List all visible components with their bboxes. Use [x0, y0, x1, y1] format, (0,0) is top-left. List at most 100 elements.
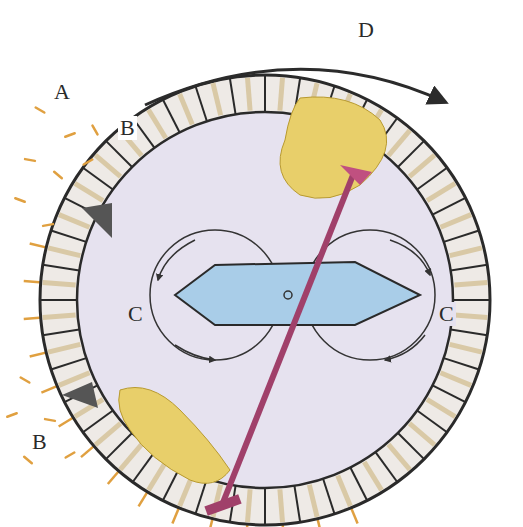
grain	[7, 413, 16, 416]
segment-divider	[51, 358, 86, 369]
segment-fill	[248, 489, 251, 522]
part-letter: D	[356, 18, 376, 42]
segment-fill	[364, 462, 381, 490]
grain	[15, 198, 24, 201]
segment-fill	[388, 444, 409, 469]
flow-arrow	[385, 335, 425, 360]
scraper-blade	[62, 382, 98, 408]
grain	[65, 133, 74, 136]
segment-divider	[433, 385, 466, 402]
segment-divider	[417, 411, 447, 433]
segment-divider	[83, 411, 113, 433]
segment-divider	[264, 488, 266, 525]
segment-fill	[75, 183, 103, 200]
segment-fill	[454, 283, 487, 286]
flow-arrow	[390, 240, 430, 275]
segment-fill	[95, 423, 120, 444]
segment-divider	[444, 358, 479, 369]
segment-divider	[230, 78, 236, 115]
screen-segments	[40, 75, 490, 525]
scraper-blade	[82, 203, 112, 238]
segment-fill	[450, 248, 482, 256]
segment-fill	[427, 183, 455, 200]
grain	[21, 378, 30, 383]
drum-interior	[77, 112, 453, 488]
grain	[25, 159, 35, 161]
segment-divider	[195, 479, 206, 514]
segment-divider	[323, 479, 334, 514]
pivot	[284, 291, 292, 299]
segment-divider	[83, 168, 113, 190]
flow-arrow	[158, 240, 195, 280]
grain	[45, 419, 55, 421]
part-letter: C	[437, 302, 456, 326]
grain	[93, 126, 98, 135]
grain	[24, 457, 32, 463]
segment-divider	[433, 198, 466, 215]
segment-divider	[106, 433, 132, 459]
segment-fill	[441, 373, 471, 386]
segment-divider	[43, 265, 80, 271]
segment-fill	[180, 94, 193, 124]
grain	[84, 160, 93, 165]
segment-fill	[59, 373, 89, 386]
segment-divider	[398, 141, 424, 167]
segment-fill	[409, 423, 434, 444]
segment-fill	[280, 489, 283, 522]
grain	[54, 172, 62, 178]
segment-divider	[350, 468, 367, 501]
part-letter: A	[52, 80, 72, 104]
segment-fill	[48, 344, 80, 352]
rotation-arrow	[145, 69, 445, 105]
segment-fill	[43, 283, 76, 286]
segment-divider	[264, 75, 266, 112]
segment-fill	[409, 155, 434, 176]
segment-fill	[388, 130, 409, 155]
segment-fill	[48, 248, 80, 256]
shaft-head	[340, 165, 372, 185]
segment-fill	[441, 215, 471, 228]
grain	[43, 224, 53, 226]
segment-fill	[95, 155, 120, 176]
part-letter: B	[30, 430, 49, 454]
segment-divider	[451, 265, 488, 271]
segment-divider	[43, 329, 80, 335]
segment-fill	[248, 78, 251, 111]
segment-fill	[427, 399, 455, 416]
segment-divider	[163, 100, 180, 133]
segment-fill	[309, 485, 317, 517]
segment-divider	[294, 486, 300, 523]
segment-fill	[120, 444, 141, 469]
pink-shaft	[222, 170, 355, 505]
segment-fill	[280, 78, 283, 111]
flying-grains	[7, 108, 97, 464]
segment-fill	[148, 462, 165, 490]
segment-fill	[338, 476, 351, 506]
sand-deposit	[280, 97, 387, 198]
segment-fill	[454, 315, 487, 318]
segment-divider	[376, 452, 398, 482]
segment-divider	[451, 329, 488, 335]
segment-divider	[51, 230, 86, 241]
grain	[36, 108, 45, 113]
segment-divider	[133, 452, 155, 482]
segment-divider	[106, 141, 132, 167]
segment-divider	[40, 299, 77, 301]
segment-fill	[450, 344, 482, 352]
part-letter: C	[126, 302, 145, 326]
flow-arrow	[175, 345, 215, 360]
segment-fill	[59, 215, 89, 228]
segment-divider	[195, 86, 206, 121]
segment-divider	[444, 230, 479, 241]
part-letter: B	[118, 116, 137, 140]
segment-fill	[213, 83, 221, 115]
segment-divider	[417, 168, 447, 190]
segment-divider	[453, 299, 490, 301]
drum-outer-ring	[40, 75, 490, 525]
segment-fill	[148, 110, 165, 138]
segment-fill	[43, 315, 76, 318]
grain	[66, 453, 75, 458]
sand-deposit	[119, 388, 230, 484]
segment-divider	[398, 433, 424, 459]
